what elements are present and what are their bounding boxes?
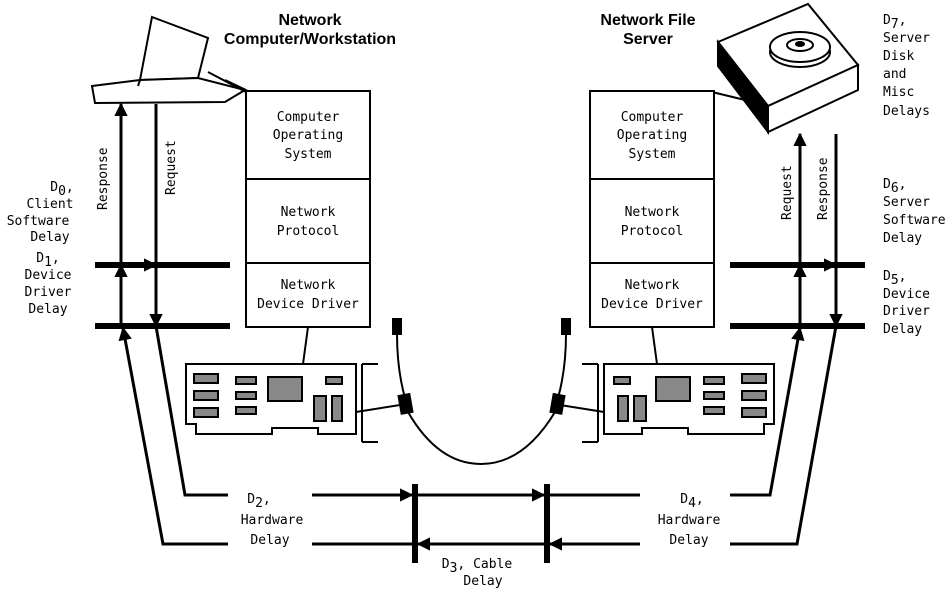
svg-text:Disk: Disk — [883, 49, 914, 64]
workstation-computer-icon — [90, 15, 248, 105]
server-arrows — [730, 132, 843, 546]
svg-text:Software: Software — [883, 213, 946, 228]
client-stack-box — [245, 90, 371, 328]
svg-text:Hardware: Hardware — [241, 513, 304, 528]
svg-text:Client: Client — [27, 197, 74, 212]
server-driver-label: Device Driver — [601, 297, 703, 312]
svg-text:Server: Server — [883, 195, 930, 210]
client-network-card-icon — [185, 363, 401, 443]
network-cable — [392, 318, 571, 466]
server-os-label: Computer — [621, 110, 684, 125]
server-protocol-label: Network — [625, 205, 680, 220]
svg-text:Delay: Delay — [883, 322, 922, 337]
svg-text:D2,: D2, — [247, 492, 270, 511]
client-protocol-stack: Computer Operating System Network Protoc… — [245, 90, 371, 328]
d2-label: D2, Hardware Delay — [241, 492, 304, 548]
server-os-label: System — [629, 147, 676, 162]
server-driver-connector — [651, 326, 658, 365]
svg-text:D0,: D0, — [50, 180, 73, 199]
client-delay-lines — [95, 262, 230, 329]
d4-label: D4, Hardware Delay — [658, 492, 721, 548]
client-response-label: Response — [96, 147, 111, 210]
server-protocol-stack: Computer Operating System Network Protoc… — [589, 90, 715, 328]
svg-text:D6,: D6, — [883, 177, 906, 196]
server-driver-label: Network — [625, 278, 680, 293]
client-driver-label: Device Driver — [257, 297, 359, 312]
workstation-connector — [207, 71, 247, 93]
server-title-line2: Server — [623, 31, 673, 48]
d6-label: D6, Server Software Delay — [883, 177, 946, 246]
d7-label: D7, Server Disk and Misc Delays — [883, 13, 930, 119]
cable-delay-lines — [312, 484, 640, 563]
svg-text:Hardware: Hardware — [658, 513, 721, 528]
client-os-label: Operating — [273, 128, 343, 143]
client-os-label: System — [285, 147, 332, 162]
workstation-title-line2: Computer/Workstation — [224, 31, 396, 48]
server-title-line1: Network File — [600, 12, 695, 29]
workstation-title-line1: Network — [278, 12, 341, 29]
svg-text:D3, Cable: D3, Cable — [442, 557, 513, 576]
server-stack-box — [589, 90, 715, 328]
d5-label: D5, Device Driver Delay — [883, 269, 930, 337]
d1-label: D1, Device Driver Delay — [25, 251, 72, 317]
svg-text:Delay: Delay — [883, 231, 922, 246]
client-protocol-label: Protocol — [277, 224, 340, 239]
client-request-label: Request — [164, 140, 179, 195]
server-delay-lines — [730, 262, 865, 329]
client-driver-label: Network — [281, 278, 336, 293]
server-disk-icon — [716, 2, 860, 135]
server-request-label: Request — [780, 165, 795, 220]
svg-text:D5,: D5, — [883, 269, 906, 288]
server-response-label: Response — [816, 157, 831, 220]
server-protocol-label: Protocol — [621, 224, 684, 239]
svg-text:Software: Software — [7, 214, 70, 229]
client-os-label: Computer — [277, 110, 340, 125]
svg-text:D1,: D1, — [36, 251, 59, 270]
svg-text:Delay: Delay — [463, 574, 502, 589]
client-protocol-label: Network — [281, 205, 336, 220]
svg-text:Device: Device — [883, 287, 930, 302]
d3-label: D3, Cable Delay — [442, 557, 513, 589]
svg-text:Delay: Delay — [30, 230, 69, 245]
d0-label: D0, Client Software Delay — [7, 180, 74, 245]
client-driver-connector — [302, 326, 309, 365]
svg-text:Driver: Driver — [883, 304, 930, 319]
svg-text:Delay: Delay — [669, 533, 708, 548]
svg-text:Driver: Driver — [25, 285, 72, 300]
svg-text:D4,: D4, — [680, 492, 703, 511]
server-connector — [711, 91, 746, 101]
client-arrows — [114, 102, 228, 546]
server-network-card-icon — [559, 363, 775, 443]
server-os-label: Operating — [617, 128, 687, 143]
svg-text:D7,: D7, — [883, 13, 906, 32]
svg-text:Misc: Misc — [883, 85, 914, 100]
svg-text:Delays: Delays — [883, 104, 930, 119]
svg-text:Device: Device — [25, 268, 72, 283]
svg-text:Server: Server — [883, 31, 930, 46]
svg-text:Delay: Delay — [28, 302, 67, 317]
svg-text:Delay: Delay — [250, 533, 289, 548]
svg-text:and: and — [883, 67, 906, 82]
